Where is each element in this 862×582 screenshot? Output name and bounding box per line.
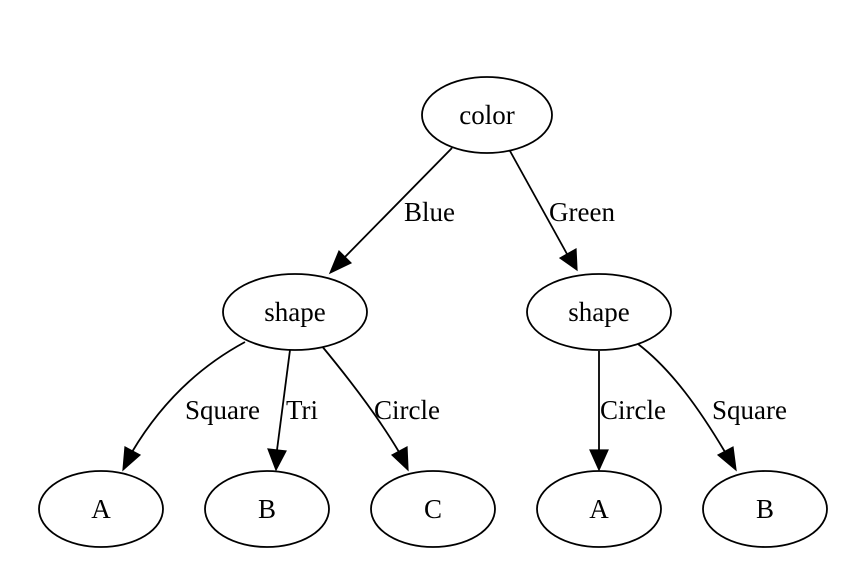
node-leaf-blue-square-label: A [91, 494, 111, 524]
node-leaf-green-square-label: B [756, 494, 774, 524]
node-leaf-blue-circle-label: C [424, 494, 442, 524]
edge-label-green-square: Square [712, 395, 787, 425]
node-shape-green-label: shape [568, 297, 629, 327]
edge-label-blue-circle: Circle [374, 395, 440, 425]
node-leaf-green-square: B [702, 470, 828, 548]
edge-shape-blue-to-c: Circle [320, 344, 440, 472]
edge-color-to-shape-blue: Blue [328, 147, 455, 275]
node-leaf-blue-tri: B [204, 470, 330, 548]
edge-label-green-circle: Circle [600, 395, 666, 425]
edge-shape-green-to-a: Circle [589, 351, 666, 472]
node-leaf-green-circle-label: A [589, 494, 609, 524]
node-leaf-blue-square: A [38, 470, 164, 548]
edge-shape-blue-to-b: Tri [267, 349, 318, 472]
node-leaf-green-circle: A [536, 470, 662, 548]
edge-color-to-shape-green: Green [509, 150, 615, 272]
node-leaf-blue-tri-label: B [258, 494, 276, 524]
edge-label-blue-square: Square [185, 395, 260, 425]
node-color: color [421, 76, 553, 154]
node-leaf-blue-circle: C [370, 470, 496, 548]
node-color-label: color [459, 100, 514, 130]
node-shape-green: shape [526, 273, 672, 351]
node-shape-blue-label: shape [264, 297, 325, 327]
edge-shape-green-to-b: Square [637, 343, 787, 472]
edge-label-blue: Blue [404, 197, 455, 227]
edge-shape-blue-to-a: Square [122, 341, 260, 472]
node-shape-blue: shape [222, 273, 368, 351]
edge-label-blue-tri: Tri [286, 395, 318, 425]
edge-label-green: Green [549, 197, 615, 227]
